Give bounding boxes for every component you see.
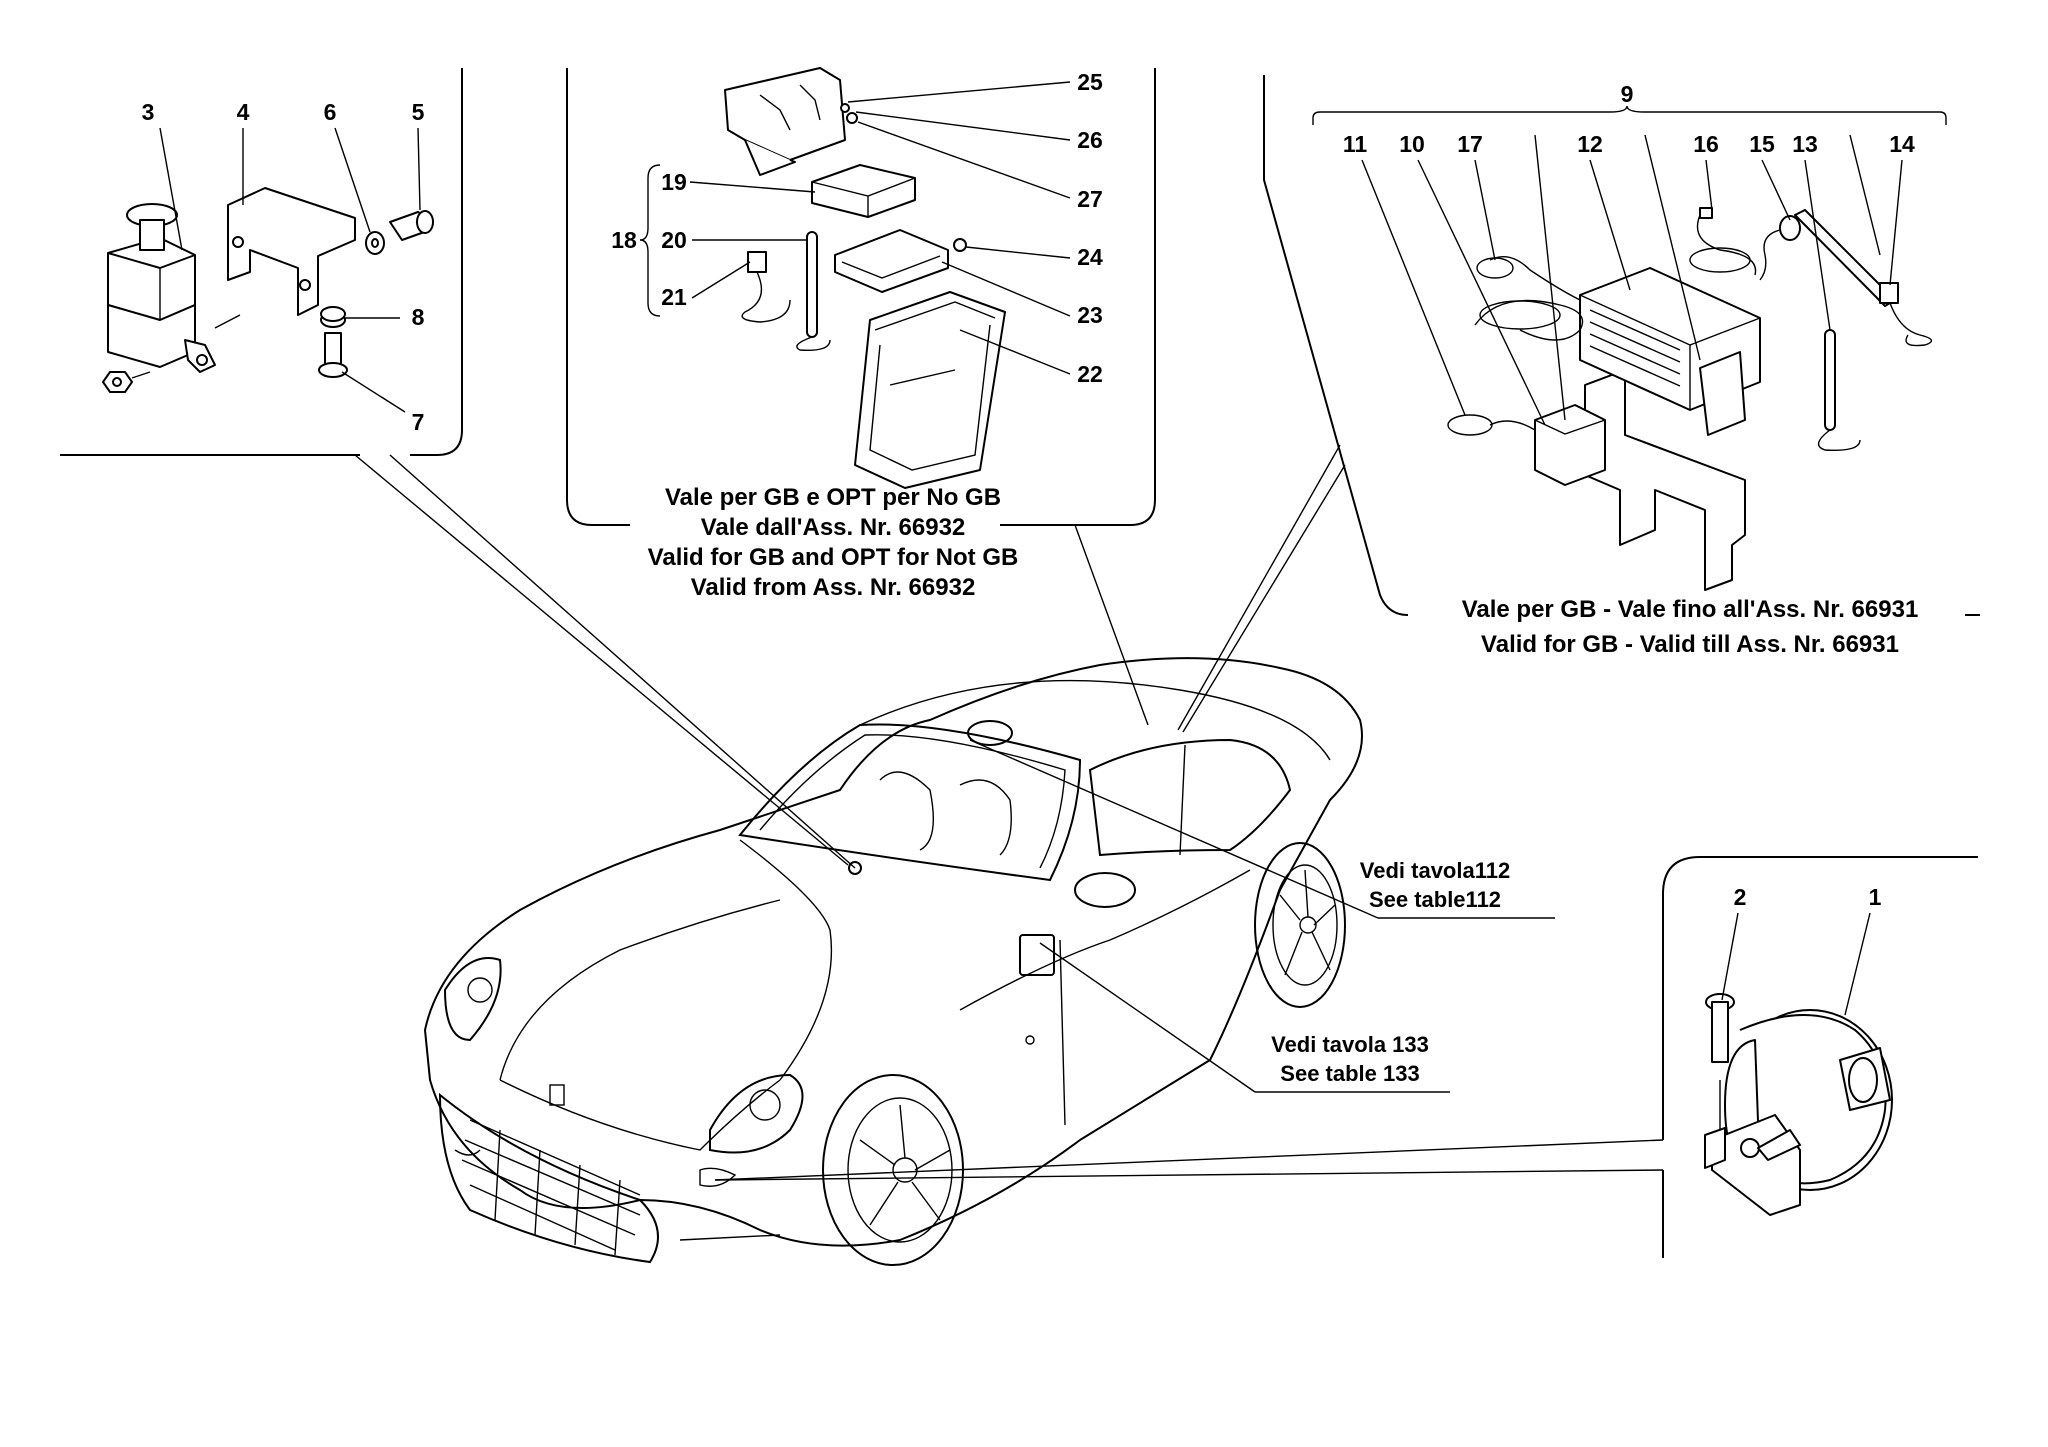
label-18: 18 — [611, 227, 637, 253]
label-22: 22 — [1077, 361, 1103, 387]
label-25: 25 — [1077, 69, 1103, 95]
center-note-line1: Vale per GB e OPT per No GB — [665, 484, 1001, 511]
label-2: 2 — [1734, 884, 1747, 910]
leader-lines — [354, 444, 1664, 1181]
horn-parts — [1704, 993, 1893, 1216]
label-15: 15 — [1749, 131, 1775, 157]
right-note-line1: Vale per GB - Vale fino all'Ass. Nr. 669… — [1462, 596, 1919, 623]
label-leaders — [159, 81, 1947, 1016]
center-note-line2: Vale dall'Ass. Nr. 66932 — [701, 514, 966, 541]
label-17: 17 — [1457, 131, 1483, 157]
ref-table133-it: Vedi tavola 133 — [1271, 1032, 1429, 1057]
label-4: 4 — [237, 99, 250, 125]
panel-frames — [60, 68, 1980, 1258]
label-13: 13 — [1792, 131, 1818, 157]
label-19: 19 — [661, 169, 687, 195]
label-5: 5 — [412, 99, 425, 125]
label-6: 6 — [324, 99, 337, 125]
label-26: 26 — [1077, 127, 1103, 153]
label-14: 14 — [1889, 131, 1915, 157]
label-8: 8 — [412, 304, 425, 330]
left-panel-parts — [102, 187, 434, 393]
right-panel-parts — [1447, 207, 1933, 591]
ref-table133-en: See table 133 — [1280, 1061, 1419, 1086]
label-24: 24 — [1077, 244, 1103, 270]
captions: Vale per GB e OPT per No GB Vale dall'As… — [648, 484, 1919, 1086]
label-20: 20 — [661, 227, 687, 253]
label-10: 10 — [1399, 131, 1425, 157]
label-12: 12 — [1577, 131, 1603, 157]
center-panel-parts — [724, 67, 1006, 489]
right-note-line2: Valid for GB - Valid till Ass. Nr. 66931 — [1481, 631, 1899, 658]
label-9: 9 — [1621, 81, 1634, 107]
part-number-labels: 3 4 6 5 8 7 25 26 27 24 23 22 19 18 20 2… — [142, 69, 1915, 910]
label-3: 3 — [142, 99, 155, 125]
label-23: 23 — [1077, 302, 1103, 328]
label-1: 1 — [1869, 884, 1882, 910]
label-7: 7 — [412, 409, 425, 435]
ref-table112-en: See table112 — [1369, 887, 1501, 912]
ref-table112-it: Vedi tavola112 — [1360, 858, 1510, 883]
label-11: 11 — [1343, 131, 1368, 157]
car-illustration — [423, 657, 1363, 1266]
center-note-line3: Valid for GB and OPT for Not GB — [648, 544, 1019, 571]
label-21: 21 — [661, 284, 687, 310]
label-16: 16 — [1693, 131, 1719, 157]
label-27: 27 — [1077, 186, 1103, 212]
center-note-line4: Valid from Ass. Nr. 66932 — [691, 574, 976, 601]
